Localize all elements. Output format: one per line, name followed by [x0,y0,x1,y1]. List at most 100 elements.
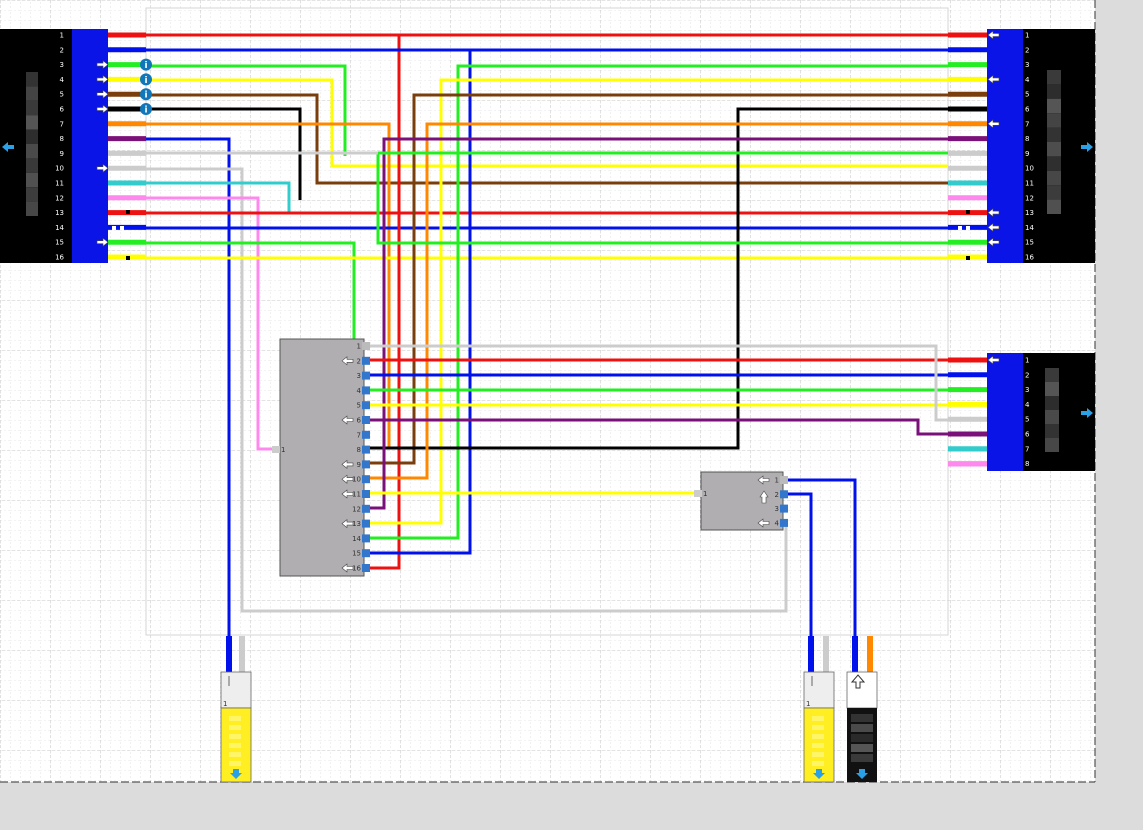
wire-brown-left5[interactable] [146,93,948,185]
info-icon-glyph: i [144,61,147,71]
left-connector-body[interactable] [72,29,108,263]
big-component-arrow-icon [341,518,354,529]
wire-gray-left10-small[interactable] [146,167,788,613]
big-component-pin-4-label: 4 [357,387,362,395]
big-component-pin-8[interactable] [362,445,370,454]
big-component-pin-7-label: 7 [357,431,361,439]
right-connector-8pin-pin-4-label: 4 [1025,401,1030,409]
big-component-pin-11[interactable] [362,490,370,498]
big-component-pin-5-label: 5 [357,402,361,410]
big-component-pin-9[interactable] [362,460,370,469]
small-component-arrow-icon [757,475,770,485]
big-component-pin-13-label: 13 [352,520,361,528]
right-connector-plug-mark [966,226,970,230]
harness-boundary [145,7,949,636]
right-connector-pin-10-label: 10 [1025,165,1034,173]
left-connector-info-badge-6[interactable]: i [140,103,152,116]
big-component-pin-2[interactable] [362,356,370,365]
left-connector-info-badge-5[interactable]: i [140,88,152,101]
big-component-pin-15[interactable] [362,549,370,558]
info-icon [140,103,152,115]
big-component-pin-10[interactable] [362,475,370,484]
small-component-pin-3[interactable] [780,504,788,513]
right-connector-pin-2-label: 2 [1025,46,1029,54]
right-connector-pattern-block [1047,142,1061,157]
terminal-a[interactable]: 1 [220,671,252,783]
big-component-pin-7[interactable] [362,430,370,439]
terminal-b-texture [812,743,824,748]
right-connector-8pin-pin-5-label: 5 [1025,416,1029,424]
wire-black-right6-big8[interactable] [366,107,948,450]
left-connector-pin-12-label: 12 [55,194,64,202]
big-component-arrow-icon [341,356,354,366]
wire-blue-small2-terminal[interactable] [786,492,813,636]
right-connector-8pin-pin-6-label: 6 [1025,431,1030,439]
right-connector-8pin-body[interactable] [987,353,1023,471]
left-connector-pattern-block [26,115,38,130]
right-connector-8pin-pattern-block [1045,424,1059,438]
left-connector-info-badge-3[interactable]: i [140,58,152,72]
right-connector-pattern-block [1047,70,1061,85]
right-connector-pattern-block [1047,199,1061,214]
wire-yellow-right4-big13[interactable] [366,78,948,525]
small-component-input-pin[interactable] [694,490,702,497]
small-component-pin-4[interactable] [780,518,788,527]
big-component-pin-6[interactable] [362,416,370,424]
big-component-body[interactable] [279,338,365,577]
small-component-pin-2[interactable] [780,490,788,499]
wire-brown-right5-big9[interactable] [366,93,948,465]
terminal-c-texture [851,734,873,742]
terminal-c[interactable] [846,671,878,782]
big-component-pin-14[interactable] [362,534,370,543]
wire-green-right3-big14[interactable] [366,64,948,540]
right-connector-8pin-arrow-icon [987,355,1000,365]
info-icon [140,73,152,86]
wire-orange-left7[interactable] [146,122,391,448]
left-connector-info-badge-4[interactable]: i [140,73,152,86]
wire-red-left1-big16[interactable] [146,33,401,570]
right-connector-pin-15-label: 15 [1025,239,1034,247]
wire-green-left3[interactable] [146,64,347,156]
right-connector-pattern-block [1047,113,1061,128]
wire-purple-right8-big12[interactable] [366,137,948,510]
wire-blue-small1-terminal[interactable] [786,478,857,636]
small-component-pin-1[interactable] [780,476,788,484]
big-component-pin-4[interactable] [362,386,370,395]
right-connector-pattern-block [1047,127,1061,142]
wire-pink-left12-big[interactable] [146,196,276,451]
info-icon-glyph: i [144,106,147,116]
big-component-input-pin[interactable] [272,446,280,453]
big-component-pin-13[interactable] [362,519,370,528]
small-component-body[interactable] [700,471,784,531]
big-component-pin-1[interactable] [362,342,370,350]
wire-green-right-crossover[interactable] [376,151,948,245]
right-connector-arrow-icon [987,237,1000,247]
left-connector-pin-4-label: 4 [60,76,65,84]
wire-blue-left2-big15[interactable] [146,48,472,555]
big-component-arrow-icon [341,474,354,484]
right-connector-plug-mark [966,256,970,260]
left-connector-pin-15-label: 15 [55,239,64,247]
big-component-pin-16[interactable] [362,564,370,572]
wire-orange-right7-big10[interactable] [366,122,948,480]
big-component-pin-15-label: 15 [352,550,361,558]
big-component-pin-5[interactable] [362,401,370,410]
terminal-c-up-arrow-icon [850,674,866,689]
right-connector-pin-9-label: 9 [1025,150,1029,158]
left-connector-pin-11-label: 11 [55,180,64,188]
big-component-pin-12[interactable] [362,504,370,513]
terminal-c-cap [846,671,878,709]
right-connector-pin-5-label: 5 [1025,91,1029,99]
right-connector-pin-4-label: 4 [1025,76,1030,84]
left-connector-plug-mark [126,210,130,214]
terminal-b[interactable]: 1 [803,671,835,783]
big-component-pin-3[interactable] [362,371,370,380]
wire-blue-left8-terminal[interactable] [146,137,231,636]
terminal-a-texture [229,734,241,739]
wire-black-left6[interactable] [146,107,302,200]
